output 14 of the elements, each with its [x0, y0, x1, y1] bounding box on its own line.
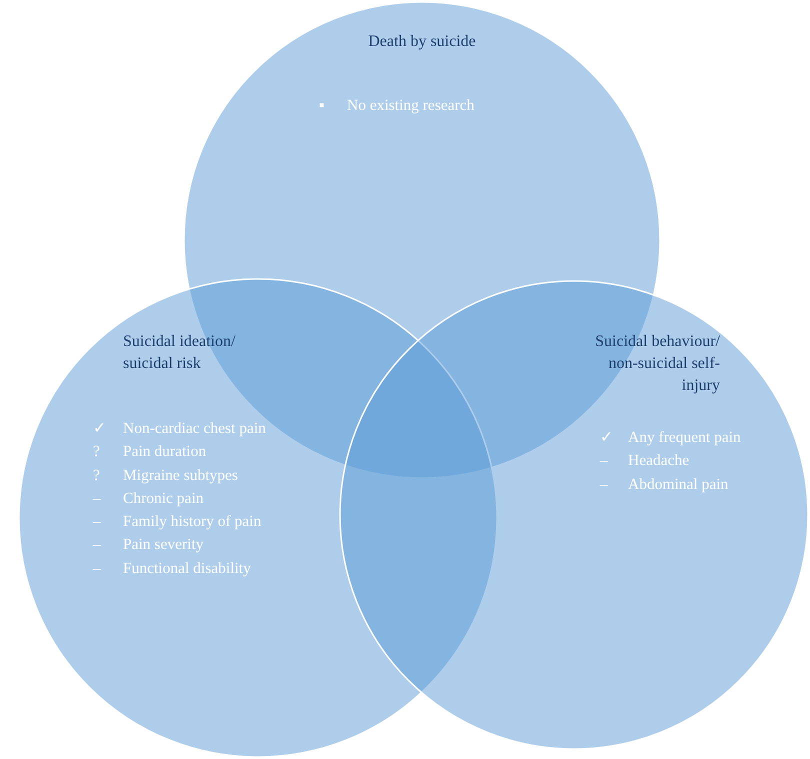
list-item: ? Migraine subtypes — [93, 466, 239, 486]
circle-heading: Suicidal ideation/ suicidal risk — [123, 332, 236, 374]
list-item: – Headache — [600, 451, 690, 472]
list-item: ▪ No existing research — [319, 96, 474, 116]
circle-heading: Suicidal behaviour/ non-suicidal self-injury — [594, 332, 720, 396]
list-item: – Family history of pain — [93, 512, 262, 532]
circle-heading: Death by suicide — [367, 32, 477, 52]
list-item: – Chronic pain — [93, 488, 204, 509]
list-item: ? Pain duration — [93, 442, 208, 462]
list-item: ✓ Non-cardiac chest pain — [93, 419, 266, 439]
list-item: – Pain severity — [93, 535, 204, 556]
list-item: – Functional disability — [93, 558, 252, 579]
list-item: – Abdominal pain — [600, 474, 730, 495]
list-item: ✓ Any frequent pain — [600, 428, 741, 448]
